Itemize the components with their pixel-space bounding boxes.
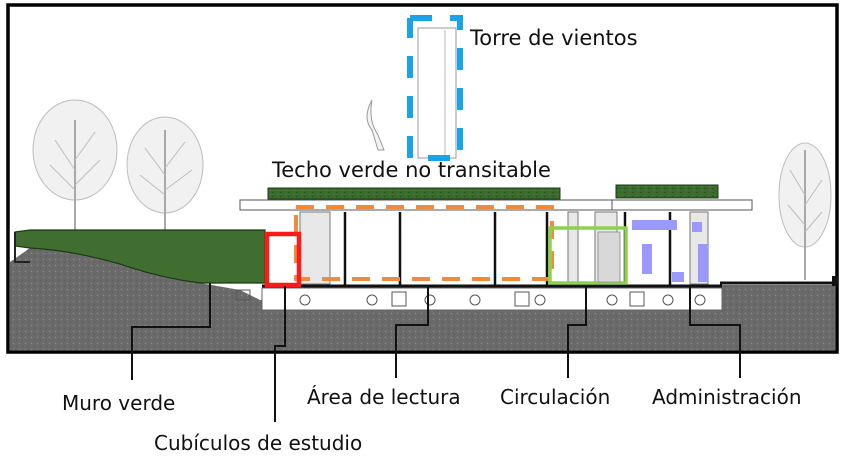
study-cubicles-label: Cubículos de estudio <box>154 431 362 455</box>
wind-tower-label: Torre de vientos <box>469 26 638 50</box>
green-wall-bank <box>14 229 266 284</box>
wind-tower-shaft <box>417 27 457 159</box>
tree-left-1 <box>32 99 118 230</box>
reading-area-label: Área de lectura <box>307 385 461 409</box>
green-roof-right <box>615 184 719 199</box>
circulation-highlight <box>548 226 628 285</box>
ground-mass <box>10 248 835 350</box>
circulation-label: Circulación <box>500 385 610 409</box>
circulation-fill <box>597 231 621 283</box>
foundation-footings <box>235 289 706 307</box>
tree-left-2 <box>126 116 204 232</box>
green-wall-edge <box>14 232 30 263</box>
tree-right <box>778 142 832 280</box>
administration-label: Administración <box>652 385 802 409</box>
wind-tower-highlight <box>407 15 463 161</box>
green-roof-main <box>267 187 561 200</box>
green-roof-label: Techo verde no transitable <box>271 158 551 182</box>
leader-lines <box>131 283 741 422</box>
ground-edge-block <box>832 276 838 286</box>
reading-area-highlight <box>294 205 554 281</box>
administration-furniture <box>632 220 708 282</box>
study-cubicles-highlight <box>264 231 302 288</box>
roof-slab-right <box>611 199 753 211</box>
green-wall-label: Muro verde <box>62 391 175 415</box>
foundation-band <box>261 287 723 311</box>
